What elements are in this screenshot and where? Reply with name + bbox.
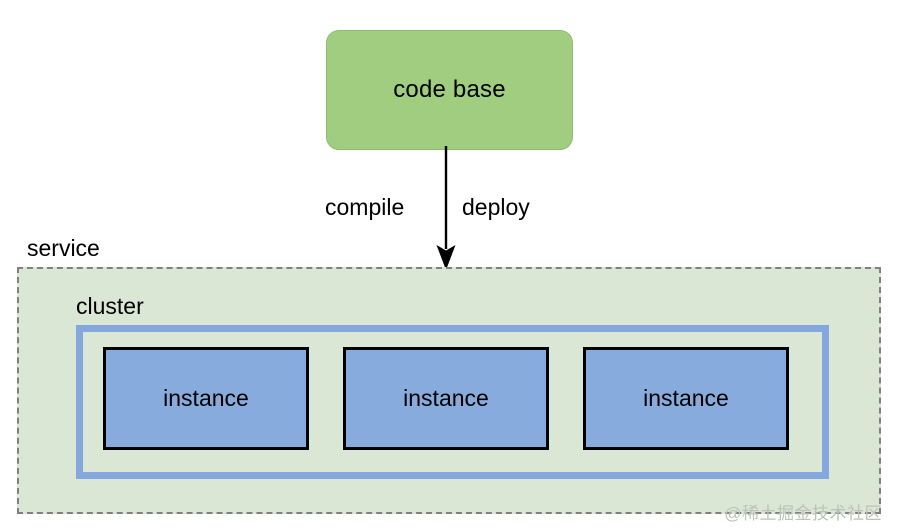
watermark: @稀土掘金技术社区 [724, 504, 882, 523]
instance-node[interactable]: instance [343, 347, 549, 450]
instance-label: instance [403, 385, 489, 411]
edge-label-compile: compile [325, 194, 405, 220]
deploy-arrow-icon [436, 146, 456, 270]
instance-label: instance [643, 385, 729, 411]
instance-node[interactable]: instance [103, 347, 309, 450]
service-label: service [27, 235, 100, 261]
edge-label-deploy: deploy [462, 194, 530, 220]
instance-label: instance [163, 385, 249, 411]
cluster-label: cluster [76, 293, 144, 319]
code-base-node[interactable]: code base [326, 30, 573, 150]
instance-node[interactable]: instance [583, 347, 789, 450]
code-base-label: code base [393, 76, 506, 103]
